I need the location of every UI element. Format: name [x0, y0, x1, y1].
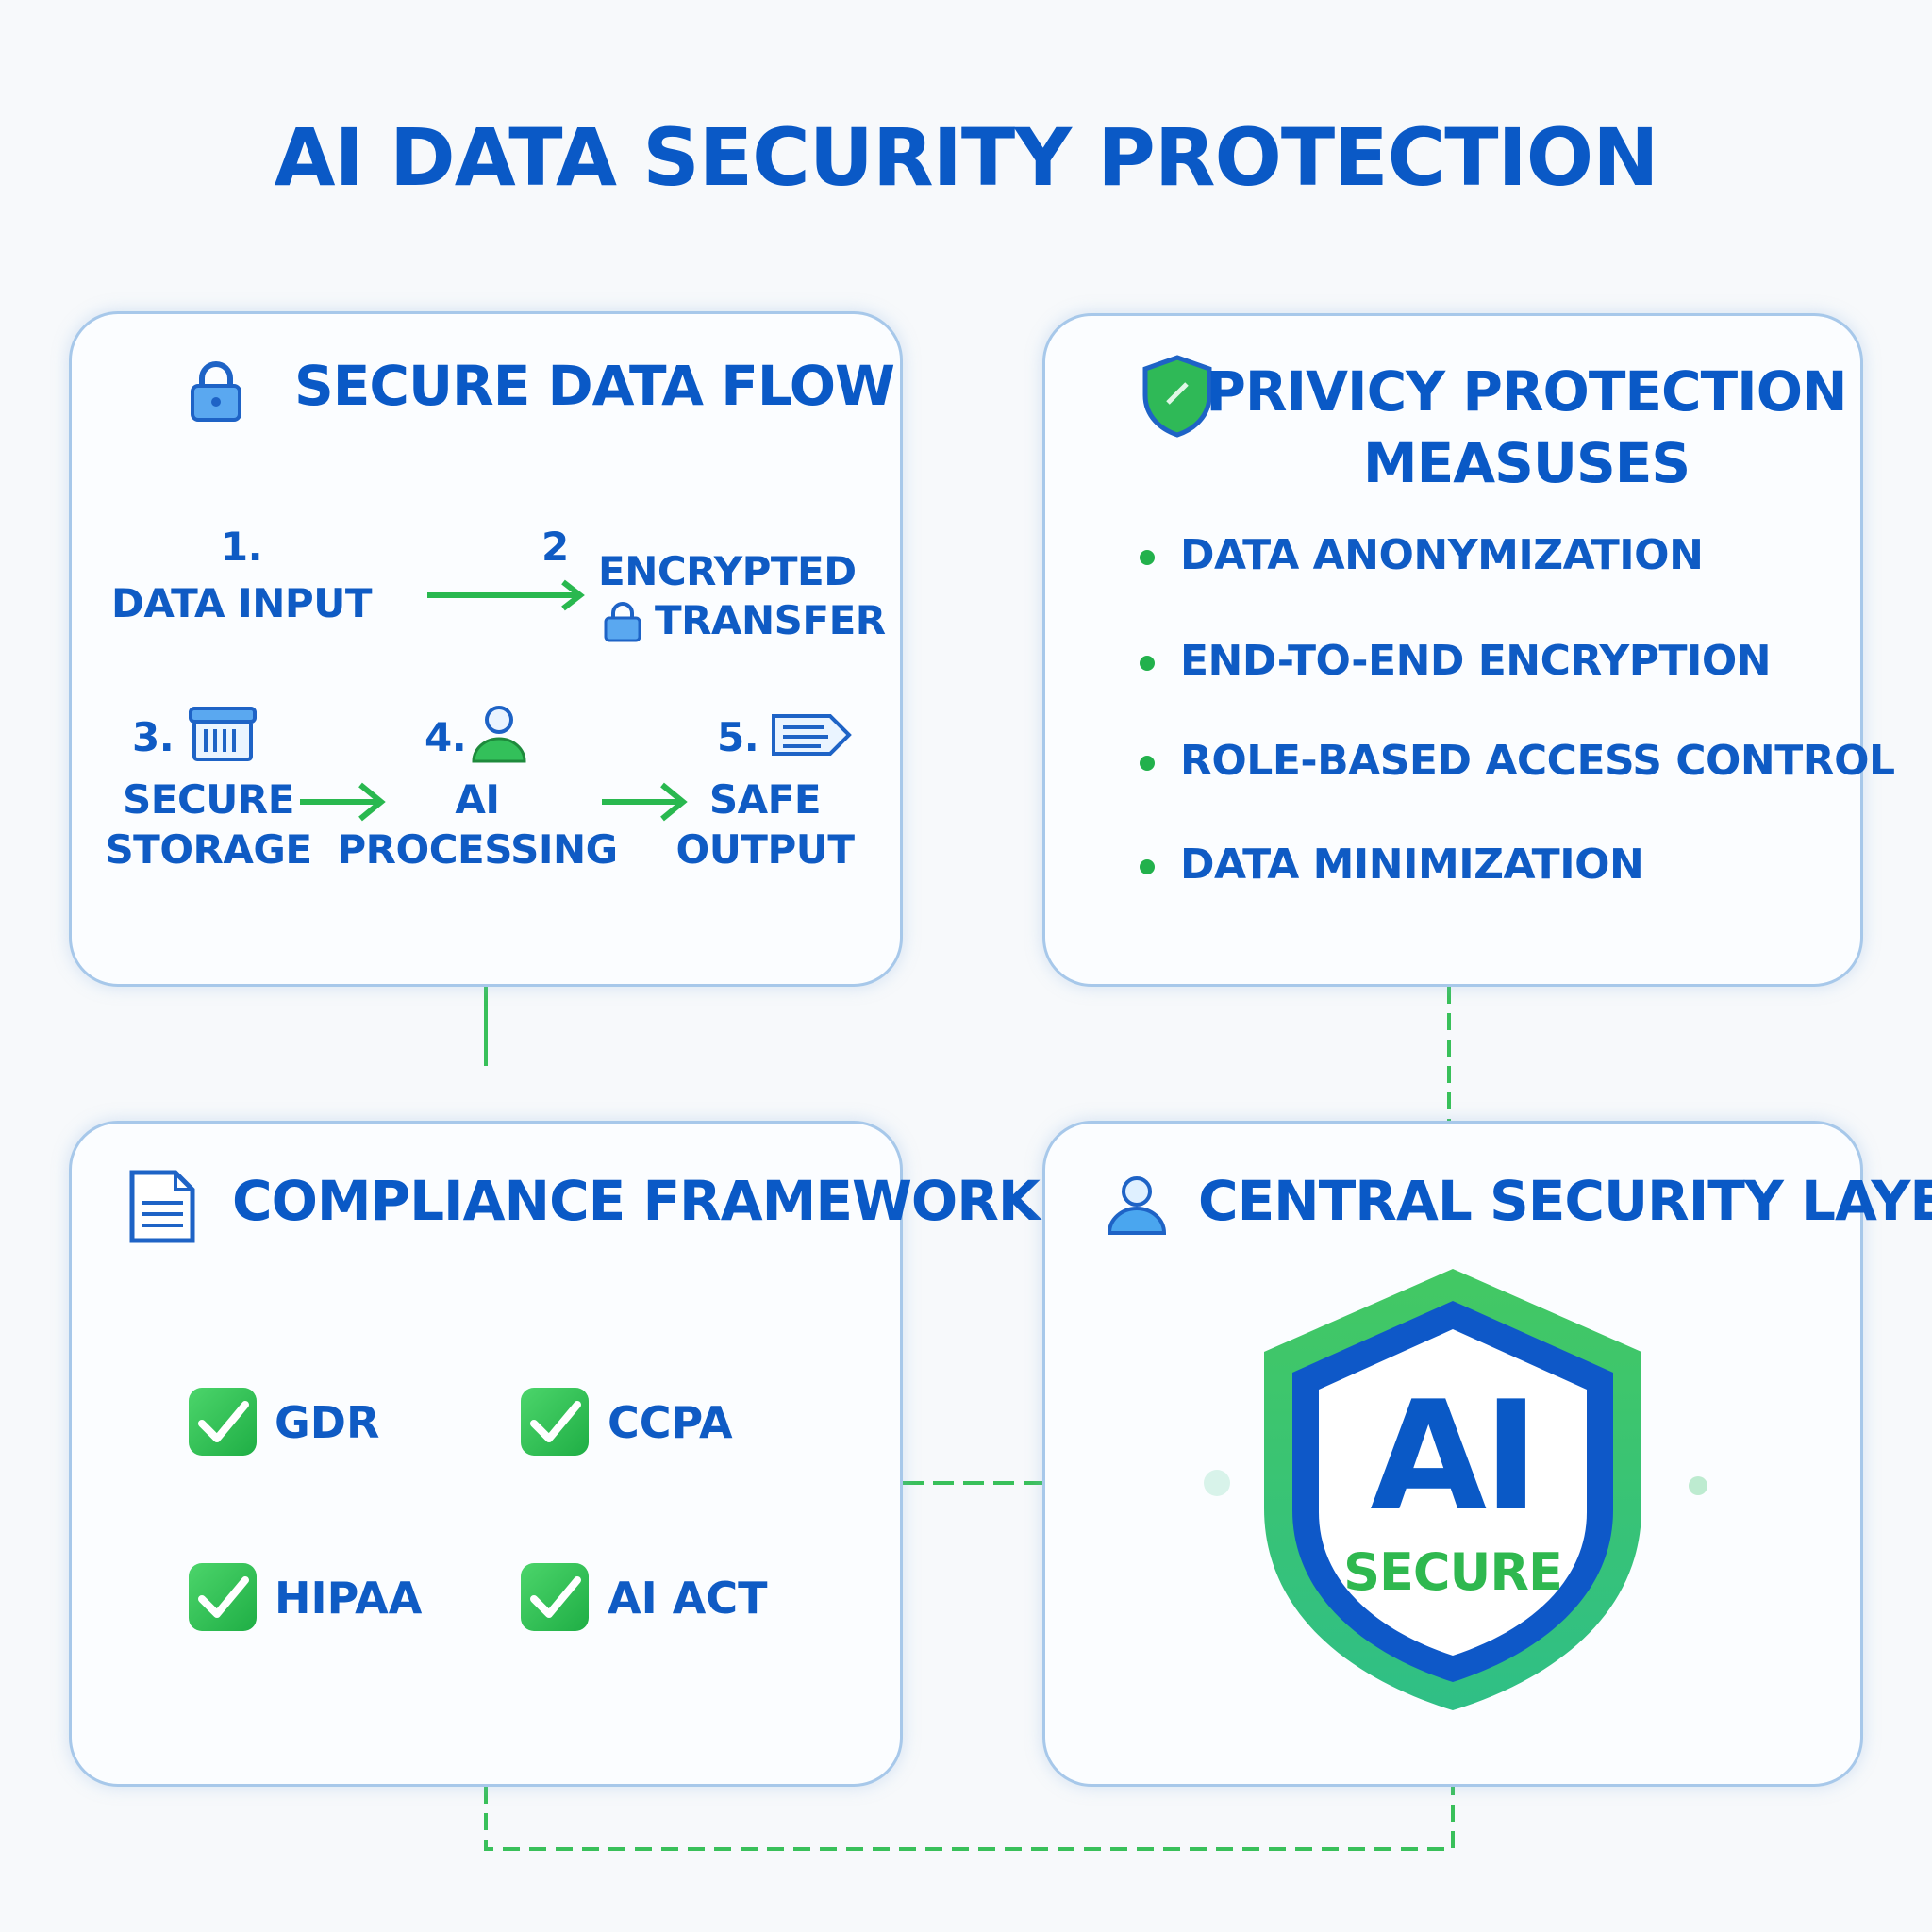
- step-4-label-line2: PROCESSING: [337, 826, 618, 873]
- output-icon: [772, 714, 852, 756]
- bullet-dot: [1140, 756, 1155, 771]
- privacy-title-line1: PRIVICY PROTECTION: [1206, 359, 1847, 424]
- privacy-title-line2: MEASUSES: [1362, 431, 1690, 495]
- step-1-number: 1.: [220, 524, 263, 570]
- step-1-label: DATA INPUT: [111, 580, 372, 626]
- step-5-label-line2: OUTPUT: [675, 826, 856, 873]
- check-icon: [189, 1388, 257, 1456]
- privacy-item: END-TO-END ENCRYPTION: [1180, 637, 1772, 685]
- compliance-item: HIPAA: [275, 1573, 423, 1624]
- step-5-label-line1: SAFE: [708, 776, 822, 823]
- compliance-item: GDR: [275, 1397, 380, 1448]
- arrow-right-icon: [300, 782, 386, 822]
- arrow-right-icon: [427, 579, 585, 611]
- compliance-item: AI ACT: [608, 1573, 768, 1624]
- step-2-label-line1: ENCRYPTED: [598, 548, 857, 594]
- compliance-title: COMPLIANCE FRAMEWORK: [232, 1169, 1041, 1233]
- step-3-label-line2: STORAGE: [105, 826, 312, 873]
- compliance-item: CCPA: [608, 1397, 733, 1448]
- compliance-framework-panel: COMPLIANCE FRAMEWORK GDR CCPA HIPAA AI A…: [69, 1121, 1041, 1787]
- ai-secure-shield-icon: [1264, 1269, 1641, 1710]
- secure-data-flow-title: SECURE DATA FLOW: [294, 354, 895, 418]
- step-2-number: 2: [541, 524, 569, 570]
- secure-data-flow-panel: SECURE DATA FLOW 1. DATA INPUT 2 ENCRYPT…: [69, 311, 903, 987]
- bullet-dot: [1140, 656, 1155, 671]
- user-icon: [1107, 1176, 1167, 1235]
- check-icon: [521, 1563, 589, 1631]
- document-icon: [129, 1170, 195, 1243]
- shield-ai-text: AI: [1370, 1368, 1539, 1544]
- step-2-label-line2: TRANSFER: [655, 597, 886, 643]
- lock-icon: [191, 361, 242, 422]
- central-security-panel: CENTRAL SECURITY LAYER AI SECURE: [1042, 1121, 1932, 1787]
- step-4-label-line1: AI: [455, 776, 500, 823]
- privacy-item: DATA ANONYMIZATION: [1180, 531, 1704, 579]
- central-title: CENTRAL SECURITY LAYER: [1198, 1169, 1932, 1233]
- shield-secure-text: SECURE: [1343, 1542, 1563, 1602]
- privacy-protection-panel: PRIVICY PROTECTION MEASUSES DATA ANONYMI…: [1042, 313, 1895, 987]
- bullet-dot: [1140, 859, 1155, 874]
- storage-icon: [189, 707, 257, 761]
- step-4-number: 4.: [425, 714, 467, 760]
- page-title: AI DATA SECURITY PROTECTION: [274, 111, 1658, 204]
- lock-icon: [604, 602, 641, 642]
- arrow-right-icon: [602, 782, 688, 822]
- check-icon: [521, 1388, 589, 1456]
- shield-icon: [1142, 355, 1212, 438]
- privacy-item: ROLE-BASED ACCESS CONTROL: [1180, 737, 1895, 785]
- bullet-dot: [1140, 550, 1155, 565]
- connector-bottom-loop: [484, 1745, 1455, 1851]
- check-icon: [189, 1563, 257, 1631]
- user-icon: [472, 706, 526, 763]
- step-5-number: 5.: [717, 714, 759, 760]
- privacy-item: DATA MINIMIZATION: [1180, 841, 1644, 889]
- step-3-number: 3.: [132, 714, 175, 760]
- step-3-label-line1: SECURE: [123, 776, 294, 823]
